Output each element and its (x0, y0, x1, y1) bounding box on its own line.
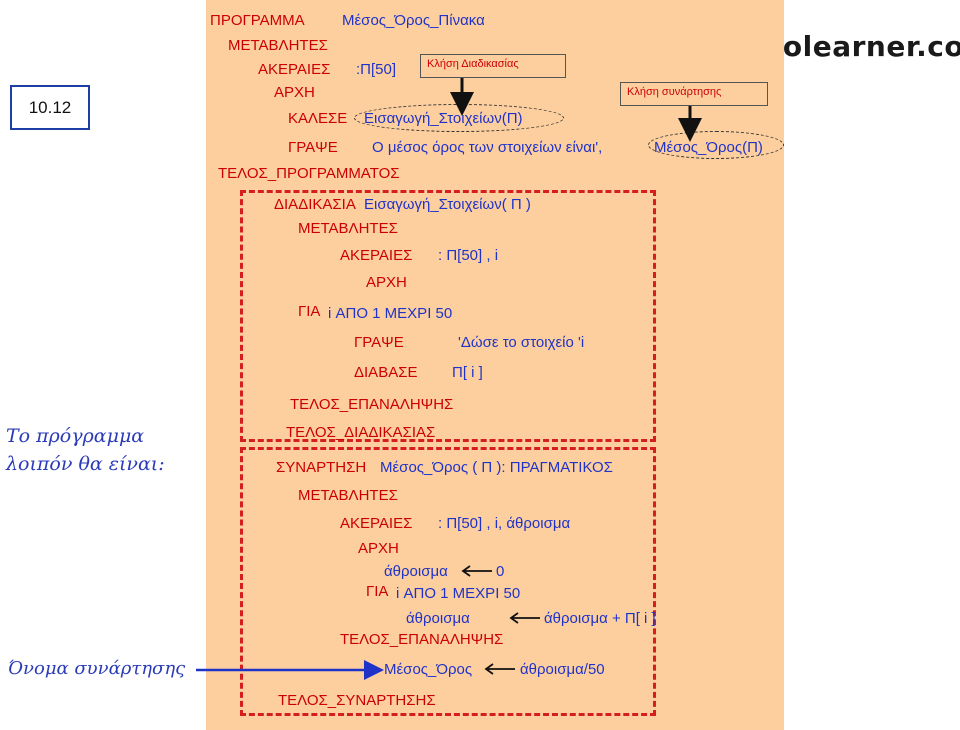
result-name: Μέσος_Όρος (384, 661, 473, 678)
kw-end-function: ΤΕΛΟΣ_ΣΥΝΑΡΤΗΣΗΣ (278, 692, 436, 709)
write-func-main: Μέσος_Όρος(Π) (654, 139, 763, 156)
procedure-call-callout: Κλήση Διαδικασίας (420, 54, 566, 78)
kw-procedure: ΔΙΑΔΙΚΑΣΙΑ (274, 196, 356, 213)
function-header: Μέσος_Όρος ( Π ): ΠΡΑΓΜΑΤΙΚΟΣ (380, 459, 613, 476)
kw-for-proc: ΓΙΑ (298, 303, 321, 320)
function-call-callout: Κλήση συνάρτησης (620, 82, 768, 106)
assign-arrow-1 (461, 565, 492, 577)
read-expr-proc: Π[ i ] (452, 364, 483, 381)
kw-begin-proc: ΑΡΧΗ (366, 274, 407, 291)
slide-number-badge: 10.12 (10, 85, 90, 130)
kw-for-func: ΓΙΑ (366, 583, 389, 600)
kw-vars-main: ΜΕΤΑΒΛΗΤΕΣ (228, 37, 328, 54)
assign-arrow-2 (509, 612, 540, 624)
kw-int-func: ΑΚΕΡΑΙΕΣ (340, 515, 413, 532)
kw-begin-main: ΑΡΧΗ (274, 84, 315, 101)
result-expr: άθροισμα/50 (520, 661, 605, 678)
int-vars-func: : Π[50] , i, άθροισμα (438, 515, 571, 532)
sum-expr: άθροισμα + Π[ i ] (544, 610, 656, 627)
kw-end-procedure: ΤΕΛΟΣ_ΔΙΑΔΙΚΑΣΙΑΣ (286, 424, 436, 441)
kw-end-program: ΤΕΛΟΣ_ΠΡΟΓΡΑΜΜΑΤΟΣ (218, 165, 400, 182)
note-function-name: Όνομα συνάρτησης (8, 658, 186, 679)
kw-write-main: ΓΡΑΨΕ (288, 139, 338, 156)
sum-init-value: 0 (496, 563, 505, 580)
kw-call: ΚΑΛΕΣΕ (288, 110, 348, 127)
kw-vars-proc: ΜΕΤΑΒΛΗΤΕΣ (298, 220, 398, 237)
for-expr-func: i ΑΠΟ 1 ΜΕΧΡΙ 50 (396, 585, 521, 602)
int-vars-proc: : Π[50] , i (438, 247, 499, 264)
kw-read-proc: ΔΙΑΒΑΣΕ (354, 364, 418, 381)
slide-number: 10.12 (28, 97, 72, 117)
note-program-line1: Το πρόγραμμα (6, 425, 145, 447)
kw-end-loop-func: ΤΕΛΟΣ_ΕΠΑΝΑΛΗΨΗΣ (340, 631, 504, 648)
sum-var-init: άθροισμα (384, 563, 448, 580)
kw-int-proc: ΑΚΕΡΑΙΕΣ (340, 247, 413, 264)
kw-end-loop-proc: ΤΕΛΟΣ_ΕΠΑΝΑΛΗΨΗΣ (290, 396, 454, 413)
for-expr-proc: i ΑΠΟ 1 ΜΕΧΡΙ 50 (328, 305, 453, 322)
kw-write-proc: ΓΡΑΨΕ (354, 334, 404, 351)
kw-int-main: ΑΚΕΡΑΙΕΣ (258, 61, 331, 78)
call-expr: Εισαγωγή_Στοιχείων(Π) (364, 110, 523, 127)
note-program-line2: λοιπόν θα είναι: (6, 453, 165, 475)
procedure-header: Εισαγωγή_Στοιχείων( Π ) (364, 196, 531, 213)
kw-vars-func: ΜΕΤΑΒΛΗΤΕΣ (298, 487, 398, 504)
int-vars-main: :Π[50] (356, 61, 397, 78)
assign-arrow-3 (484, 663, 515, 675)
kw-function: ΣΥΝΑΡΤΗΣΗ (276, 459, 367, 476)
kw-program: ΠΡΟΓΡΑΜΜΑ (210, 12, 305, 29)
sum-var-loop: άθροισμα (406, 610, 470, 627)
func-call-highlight (648, 131, 784, 159)
kw-begin-func: ΑΡΧΗ (358, 540, 399, 557)
procedure-frame (240, 190, 656, 442)
write-text-proc: 'Δώσε το στοιχείο 'i (458, 334, 585, 351)
program-name: Μέσος_Όρος_Πίνακα (342, 12, 485, 29)
write-text-main: Ο μέσος όρος των στοιχείων είναι', (372, 139, 603, 156)
function-frame (240, 447, 656, 716)
